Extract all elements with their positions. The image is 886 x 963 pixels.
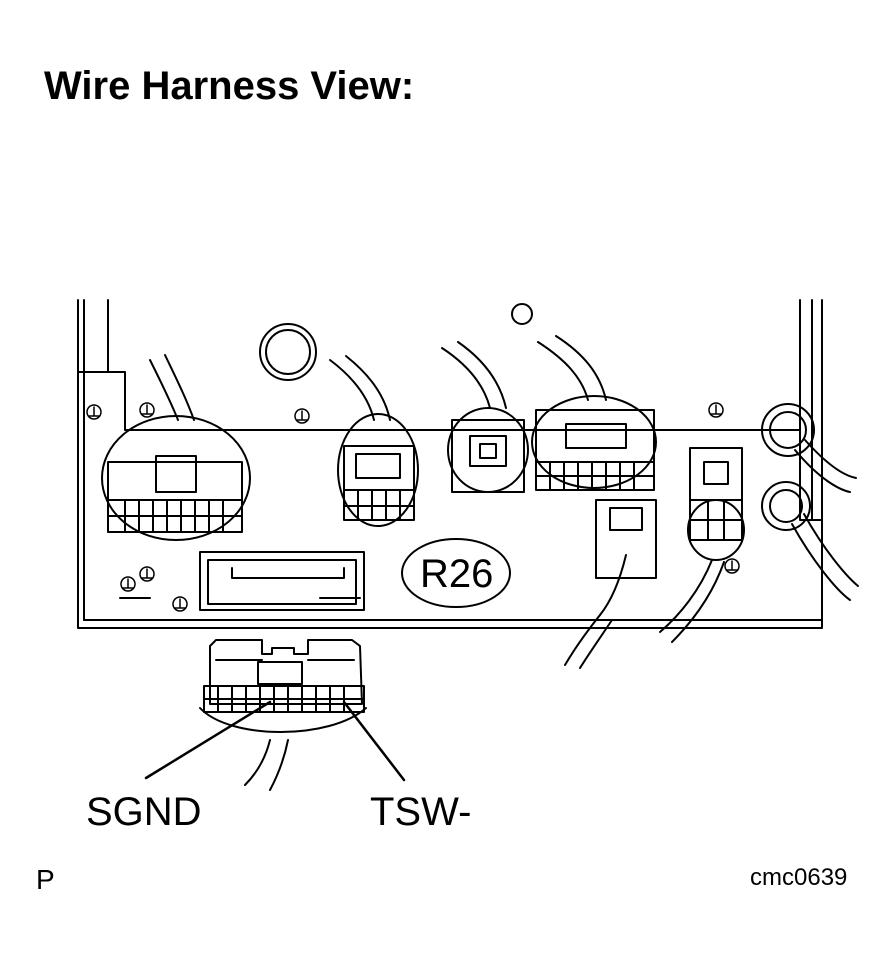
panel-slot xyxy=(199,551,365,611)
unit-panel xyxy=(77,299,823,629)
connector-2 xyxy=(329,355,419,527)
figure-code: cmc0639 xyxy=(750,864,848,891)
connector-4 xyxy=(531,335,657,491)
ground-screw xyxy=(86,402,740,612)
r26-connector xyxy=(199,639,367,791)
connector-code-label: R26 xyxy=(420,552,494,596)
connector-3 xyxy=(441,341,529,493)
mounting-hole xyxy=(259,323,317,381)
sgnd-leader xyxy=(144,700,272,780)
terminal-label-tsw: TSW- xyxy=(370,790,472,834)
small-hole xyxy=(511,303,533,325)
terminal-label-sgnd: SGND xyxy=(86,790,202,834)
r26-oval xyxy=(401,538,511,608)
tsw-leader xyxy=(342,700,406,782)
page-title: Wire Harness View: xyxy=(44,64,415,108)
corner-letter: P xyxy=(36,864,55,895)
grommet xyxy=(761,403,859,601)
connector-5 xyxy=(564,499,657,669)
connector-1 xyxy=(101,354,251,541)
connector-6 xyxy=(659,447,745,643)
